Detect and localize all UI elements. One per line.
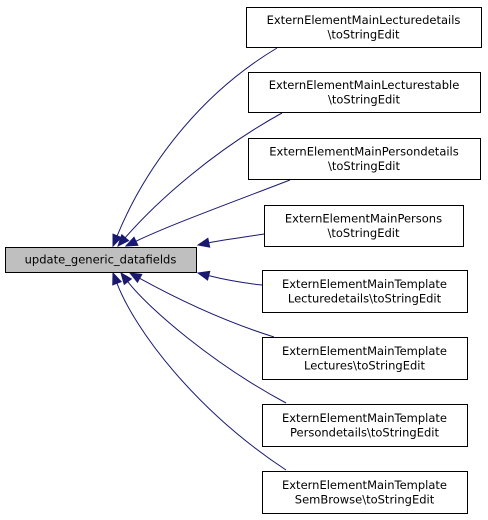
edge-persondetails [124, 179, 291, 247]
call-graph-edges [112, 47, 291, 471]
node-template-lectures[interactable]: ExternElementMainTemplateLectures\toStri… [262, 337, 468, 380]
node-lecturedetails-label-line: \toStringEdit [327, 27, 400, 41]
edge-lecturestable-arrowhead [117, 233, 130, 247]
node-template-lectures-label-line: ExternElementMainTemplate [282, 344, 447, 358]
edge-template-lectures [128, 272, 275, 338]
node-lecturestable-box [248, 72, 481, 113]
node-template-persondetails-label-line: ExternElementMainTemplate [282, 411, 447, 425]
node-template-persondetails-label-line: Persondetails\toStringEdit [290, 425, 439, 439]
node-persondetails[interactable]: ExternElementMainPersondetails\toStringE… [248, 138, 481, 180]
node-persons-box [264, 205, 464, 247]
node-persondetails-label-line: ExternElementMainPersondetails [269, 144, 459, 158]
edge-template-lecturedetails [196, 270, 263, 286]
edge-persondetails-line [135, 179, 291, 242]
node-template-persondetails-box [262, 404, 468, 447]
edge-template-lectures-line [139, 277, 275, 338]
edge-persons [196, 233, 265, 248]
node-lecturedetails[interactable]: ExternElementMainLecturedetails\toString… [246, 7, 482, 48]
node-template-sembrowse[interactable]: ExternElementMainTemplateSemBrowse\toStr… [262, 471, 468, 514]
edge-template-persondetails [120, 271, 287, 404]
node-persons[interactable]: ExternElementMainPersons\toStringEdit [264, 205, 464, 247]
node-template-lectures-label-line: Lectures\toStringEdit [304, 358, 425, 372]
node-persons-label-line: ExternElementMainPersons [285, 211, 442, 225]
node-template-sembrowse-label-line: ExternElementMainTemplate [282, 478, 447, 492]
edge-persons-arrowhead [196, 237, 211, 248]
node-template-lecturedetails-box [262, 270, 468, 313]
node-template-sembrowse-label-line: SemBrowse\toStringEdit [295, 492, 435, 506]
edge-template-lecturedetails-arrowhead [196, 270, 211, 281]
node-lecturedetails-label-line: ExternElementMainLecturedetails [267, 13, 461, 27]
node-template-sembrowse-box [262, 471, 468, 514]
edge-lecturestable [117, 112, 283, 247]
edge-template-sembrowse-line [116, 283, 287, 471]
call-graph-nodes: update_generic_datafieldsExternElementMa… [5, 7, 482, 514]
edge-template-sembrowse [112, 271, 287, 471]
edge-template-lecturedetails-line [208, 275, 263, 286]
edge-template-lectures-arrowhead [128, 272, 143, 284]
edge-template-sembrowse-arrowhead [112, 271, 123, 286]
node-persondetails-box [248, 138, 481, 180]
edge-persondetails-arrowhead [124, 236, 139, 247]
edge-template-persondetails-arrowhead [120, 271, 133, 286]
node-template-lectures-box [262, 337, 468, 380]
node-update-generic-datafields-label-line: update_generic_datafields [25, 253, 177, 267]
node-update-generic-datafields[interactable]: update_generic_datafields [5, 247, 197, 273]
node-lecturestable-label-line: ExternElementMainLecturestable [269, 78, 460, 92]
edge-lecturedetails-arrowhead [112, 233, 123, 248]
node-template-lecturedetails-label-line: ExternElementMainTemplate [282, 277, 447, 291]
node-template-persondetails[interactable]: ExternElementMainTemplatePersondetails\t… [262, 404, 468, 447]
node-template-lecturedetails[interactable]: ExternElementMainTemplateLecturedetails\… [262, 270, 468, 313]
edge-lecturedetails-line [116, 47, 278, 237]
node-persondetails-label-line: \toStringEdit [328, 159, 401, 173]
node-update-generic-datafields-box [5, 247, 197, 273]
edge-lecturedetails [112, 47, 278, 248]
node-lecturestable-label-line: \toStringEdit [328, 92, 401, 106]
edge-persons-line [208, 233, 265, 244]
node-lecturedetails-box [246, 7, 482, 48]
node-lecturestable[interactable]: ExternElementMainLecturestable\toStringE… [248, 72, 481, 113]
node-persons-label-line: \toStringEdit [327, 226, 400, 240]
edge-template-persondetails-line [127, 281, 287, 404]
node-template-lecturedetails-label-line: Lecturedetails\toStringEdit [288, 291, 442, 305]
edge-lecturestable-line [124, 112, 283, 239]
